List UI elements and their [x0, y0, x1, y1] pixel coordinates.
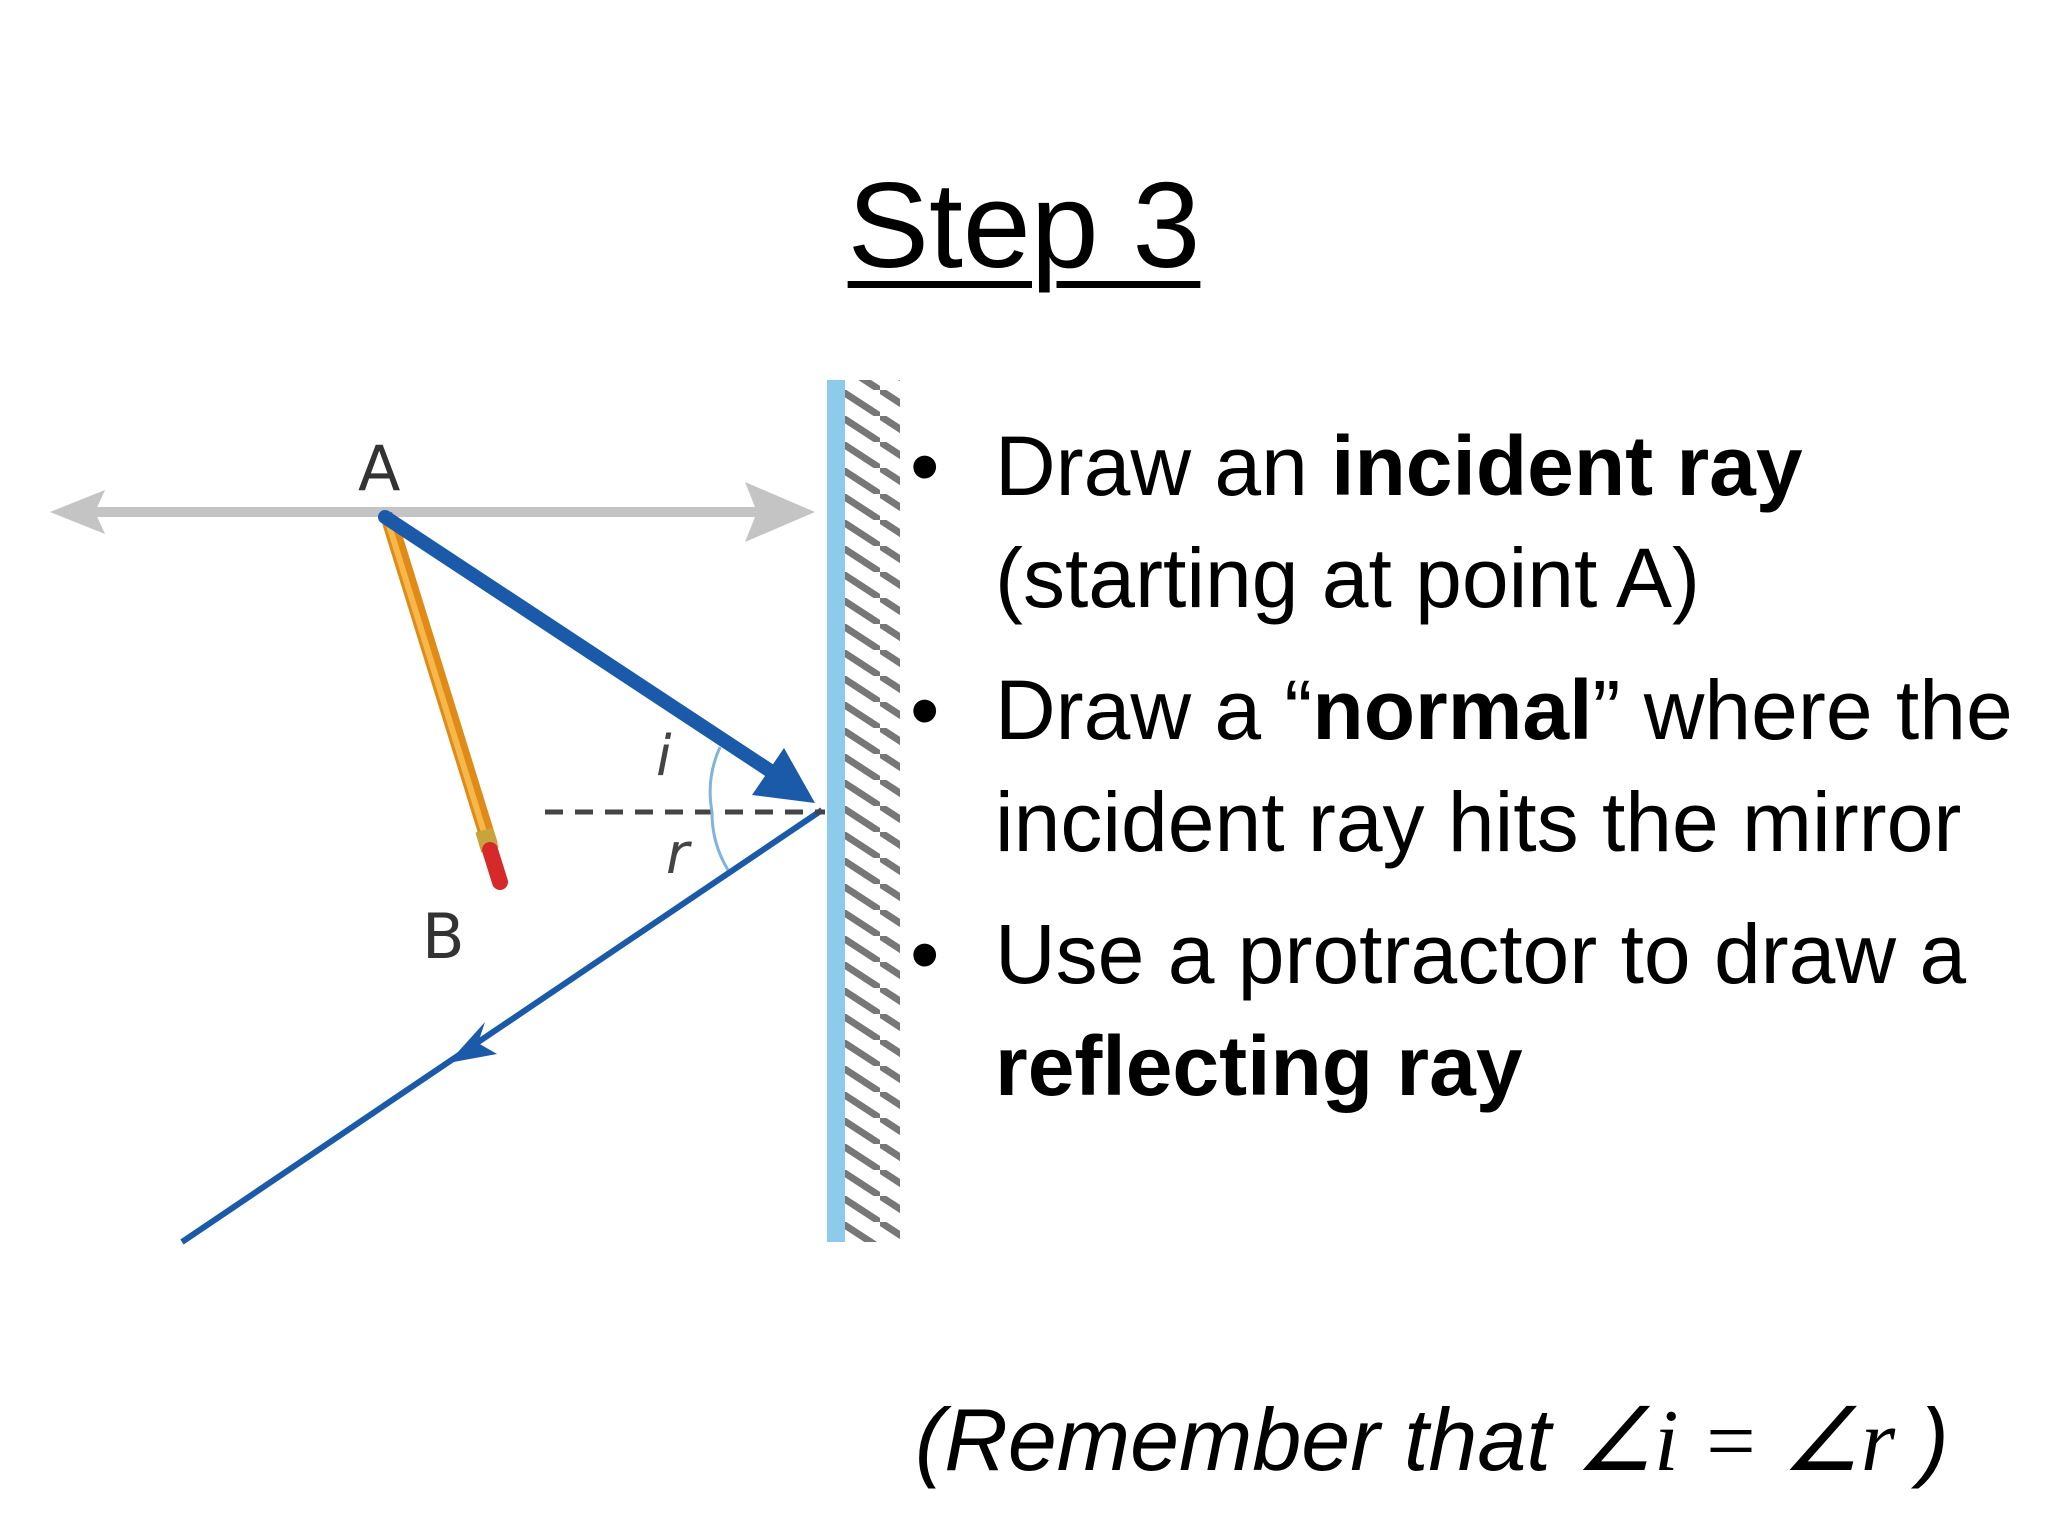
guide-arrow-left	[50, 490, 105, 534]
bullet-dot: •	[910, 419, 940, 513]
remember-note: (Remember that ∠i = ∠r )	[915, 1385, 1949, 1497]
reflected-ray-arrowhead	[448, 1022, 497, 1063]
mirror-glass	[827, 380, 845, 1242]
instruction-list: • Draw an incident ray (starting at point…	[910, 410, 2030, 1142]
incident-ray-arrowhead	[752, 748, 815, 803]
bullet-text: Use a protractor to draw a	[995, 907, 1967, 1001]
mirror-hatching	[845, 380, 900, 1242]
remember-open: (Remember that	[915, 1390, 1576, 1489]
bullet-dot: •	[910, 907, 940, 1001]
guide-line	[50, 482, 815, 542]
remember-close: )	[1895, 1390, 1949, 1489]
angle-i-label: i	[656, 724, 672, 789]
angle-i-arc	[708, 746, 722, 813]
point-a-label: A	[358, 432, 400, 505]
bullet-text: (starting at point A)	[995, 531, 1701, 625]
bullet-bold-term: incident ray	[1331, 419, 1803, 513]
bullet-text: Draw an	[995, 419, 1332, 513]
guide-arrow-right	[745, 482, 815, 542]
reflected-ray	[180, 807, 824, 1245]
angle-r-label: r	[666, 822, 692, 887]
bullet-bold-term: reflecting ray	[995, 1019, 1523, 1113]
incident-ray	[378, 510, 815, 803]
angle-r-arc	[710, 811, 730, 871]
bullet-bold-term: normal	[1312, 663, 1593, 757]
point-b-label: B	[422, 900, 465, 973]
mirror	[827, 380, 900, 1242]
bullet-text: ” where the incident ray hits the mirror	[995, 663, 2013, 869]
list-item: • Use a protractor to draw a reflecting r…	[910, 898, 2030, 1122]
list-item: • Draw a “normal” where the incident ray …	[910, 654, 2030, 878]
slide-title: Step 3	[847, 157, 1201, 293]
bullet-dot: •	[910, 663, 940, 757]
pencil-icon	[380, 512, 508, 890]
angle-equality-formula: ∠i = ∠r	[1575, 1393, 1896, 1490]
bullet-text: Draw a “	[995, 663, 1313, 757]
list-item: • Draw an incident ray (starting at point…	[910, 410, 2030, 634]
